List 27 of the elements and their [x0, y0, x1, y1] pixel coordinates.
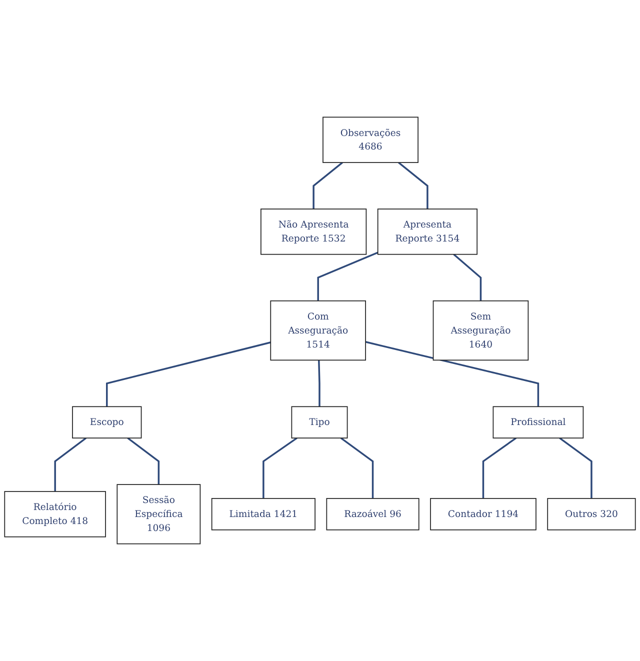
connector	[318, 360, 320, 407]
node-box: Razoável 96	[326, 498, 420, 530]
connector	[262, 437, 298, 498]
node-box: Profissional	[492, 406, 584, 438]
node-box: Sem Asseguração 1640	[432, 300, 529, 361]
connector	[398, 162, 428, 210]
node-box: Escopo	[72, 406, 142, 438]
node-box: Observações 4686	[322, 116, 418, 163]
connector	[54, 437, 87, 492]
node-box: Outros 320	[547, 498, 636, 530]
connector	[340, 437, 374, 498]
node-box: Tipo	[291, 406, 348, 438]
node-box: Contador 1194	[430, 498, 536, 530]
node-box: Não Apresenta Reporte 1532	[260, 208, 367, 255]
connector	[127, 437, 160, 485]
connector	[312, 162, 343, 210]
connector	[106, 342, 271, 407]
connector	[453, 254, 482, 301]
node-box: Sessão Específica 1096	[116, 484, 201, 544]
connector	[482, 437, 517, 498]
node-box: Relatório Completo 418	[4, 491, 106, 538]
node-box: Limitada 1421	[211, 498, 316, 530]
connector	[559, 437, 592, 498]
connector	[365, 341, 540, 407]
connector	[317, 252, 378, 301]
node-box: Apresenta Reporte 3154	[377, 208, 478, 255]
node-box: Com Asseguração 1514	[270, 300, 366, 361]
